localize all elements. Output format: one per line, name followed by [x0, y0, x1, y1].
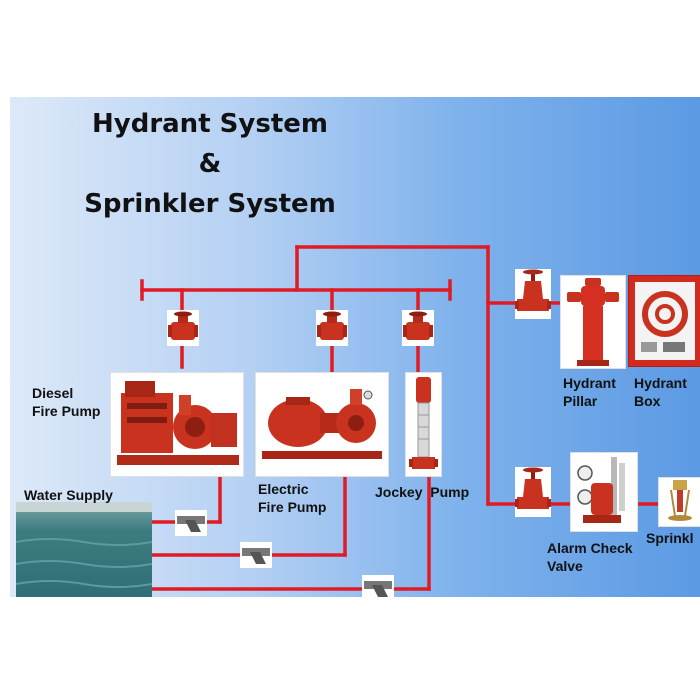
title-line-3: Sprinkler System	[84, 189, 336, 219]
jockey-pump-label: Jockey Pump	[375, 484, 470, 500]
diesel-fire-pump-label: Diesel Fire Pump	[32, 385, 101, 419]
water-supply-image	[15, 502, 153, 597]
hydrant-pillar-image	[560, 275, 626, 369]
jockey-pump-valve-icon	[402, 310, 434, 346]
diagram-slide: Hydrant System & Sprinkler System	[10, 97, 700, 597]
electric-fire-pump-label: Electric Fire Pump	[258, 481, 327, 515]
hydrant-box-image	[628, 275, 700, 367]
strainer-1-icon	[175, 510, 207, 536]
electric-pump-valve-icon	[316, 310, 348, 346]
hydrant-pillar-label: Hydrant Pillar	[563, 375, 616, 409]
diesel-fire-pump-image	[110, 372, 244, 477]
title-line-1: Hydrant System	[92, 109, 328, 139]
alarm-check-valve-label: Alarm Check Valve	[547, 540, 633, 574]
jockey-pump-image	[405, 372, 442, 477]
hydrant-box-label: Hydrant Box	[634, 375, 687, 409]
water-supply-label: Water Supply	[24, 487, 113, 503]
electric-fire-pump-image	[255, 372, 389, 477]
sprinkler-head-image	[658, 477, 700, 527]
hydrant-gate-valve-icon	[515, 269, 551, 319]
strainer-3-icon	[362, 575, 394, 597]
strainer-2-icon	[240, 542, 272, 568]
sprinkler-gate-valve-icon	[515, 467, 551, 517]
title-line-2: &	[198, 149, 222, 179]
alarm-check-valve-image	[570, 452, 638, 532]
diesel-pump-valve-icon	[167, 310, 199, 346]
sprinkler-label: Sprinkl	[646, 530, 694, 546]
